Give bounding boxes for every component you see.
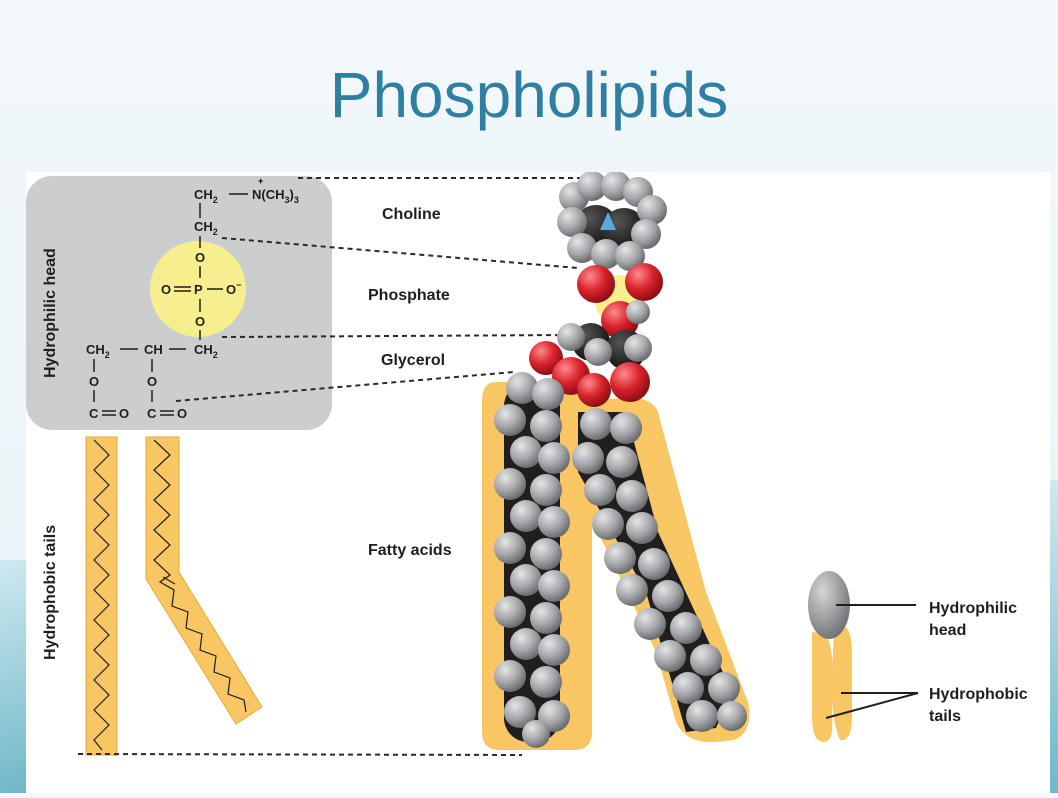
glycerol-ch2-right: CH2 — [194, 342, 218, 360]
glycerol-ch2-left: CH2 — [86, 342, 110, 360]
legend-tails-label-line2: tails — [929, 708, 961, 725]
slide-accent-left — [0, 560, 26, 793]
legend-tail-right — [831, 627, 852, 741]
legend-head-label-line2: head — [929, 622, 966, 639]
choline-atoms — [557, 171, 667, 271]
glycerol-ch: CH — [144, 342, 163, 357]
phospholipid-diagram: Hydrophilic head Hydrophobic tails CH2 +… — [26, 171, 1028, 756]
carbonyl-c-right: C — [147, 406, 157, 421]
phosphate-o-minus: O− — [226, 280, 241, 297]
carbonyl-o-right: O — [177, 406, 187, 421]
fatty-acids-label: Fatty acids — [368, 542, 452, 559]
unsaturated-tail — [145, 436, 263, 725]
structural-formula: Hydrophilic head Hydrophobic tails CH2 +… — [26, 176, 332, 756]
nitrogen-atom — [600, 212, 616, 230]
choline-label: Choline — [382, 206, 441, 223]
phosphorus-atom: P — [194, 282, 203, 297]
legend-tail-left — [812, 632, 833, 742]
ester-o-left: O — [89, 374, 99, 389]
ch2-bridge: CH2 — [194, 219, 218, 237]
phosphate-o-double: O — [161, 282, 171, 297]
hydrophobic-tails-label: Hydrophobic tails — [42, 525, 59, 660]
hydrophilic-head-label: Hydrophilic head — [42, 248, 59, 378]
ester-o-right: O — [147, 374, 157, 389]
phosphate-circle — [150, 241, 246, 337]
trimethylammonium: N(CH3)3 — [252, 187, 299, 205]
slide-title: Phospholipids — [329, 59, 729, 131]
phosphate-label: Phosphate — [368, 287, 450, 304]
legend-head-icon — [808, 571, 850, 639]
choline-ch2: CH2 — [194, 187, 218, 205]
carbonyl-o-left: O — [119, 406, 129, 421]
diagram-panel: Hydrophilic head Hydrophobic tails CH2 +… — [26, 171, 1050, 793]
phosphate-o-top: O — [195, 250, 205, 265]
carbonyl-c-left: C — [89, 406, 99, 421]
ammonium-charge: + — [258, 176, 263, 186]
phosphate-o-bottom: O — [195, 314, 205, 329]
glycerol-label: Glycerol — [381, 352, 445, 369]
legend-head-label-line1: Hydrophilic — [929, 600, 1017, 617]
glycerol-atoms — [529, 323, 652, 407]
legend-tails-label-line1: Hydrophobic — [929, 686, 1028, 703]
saturated-tail — [85, 436, 118, 756]
space-filling-model — [482, 171, 750, 750]
phospholipid-legend: Hydrophilic head Hydrophobic tails — [808, 571, 1028, 742]
right-fatty-acid-atoms — [572, 408, 747, 732]
connector-lines — [77, 177, 581, 756]
left-fatty-acid-atoms — [494, 372, 570, 748]
phosphate-atoms — [577, 263, 663, 339]
